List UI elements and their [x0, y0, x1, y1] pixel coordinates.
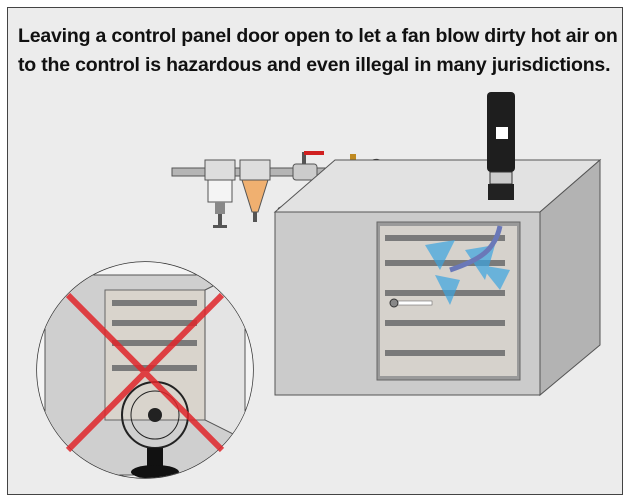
- vortex-cooler-icon: [487, 92, 515, 200]
- wrong-practice-inset: [36, 261, 254, 479]
- control-cabinet: [273, 158, 602, 397]
- airflow-icon: [425, 240, 510, 305]
- fan-icon: [121, 381, 189, 478]
- caption-text: Leaving a control panel door open to let…: [18, 25, 618, 76]
- prohibited-cross-icon: [65, 292, 225, 453]
- water-separator-icon: [239, 159, 271, 222]
- ball-valve-icon: [292, 151, 324, 181]
- air-filter-icon: [204, 159, 236, 228]
